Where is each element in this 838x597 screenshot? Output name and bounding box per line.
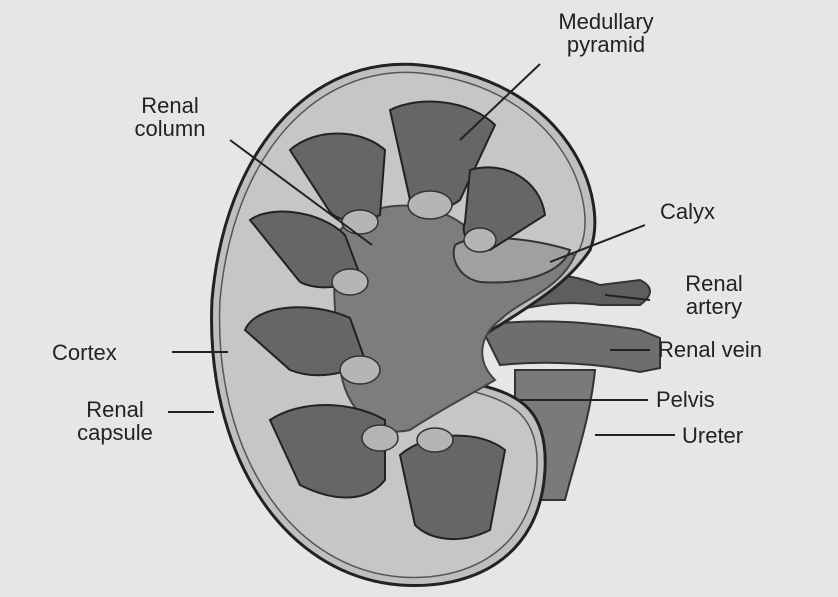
papilla-3 <box>464 228 496 252</box>
pyramid-bottom <box>400 436 505 539</box>
label-renal-capsule: Renal capsule <box>55 398 175 444</box>
label-pelvis: Pelvis <box>656 388 756 411</box>
papilla-1 <box>408 191 452 219</box>
label-calyx: Calyx <box>660 200 750 223</box>
papilla-5 <box>340 356 380 384</box>
papilla-2 <box>342 210 378 234</box>
label-ureter: Ureter <box>682 424 792 447</box>
papilla-6 <box>362 425 398 451</box>
label-medullary-pyramid: Medullary pyramid <box>526 10 686 56</box>
papilla-4 <box>332 269 368 295</box>
label-renal-column: Renal column <box>105 94 235 140</box>
label-cortex: Cortex <box>52 341 162 364</box>
label-renal-artery: Renal artery <box>654 272 774 318</box>
label-renal-vein: Renal vein <box>658 338 828 361</box>
papilla-7 <box>417 428 453 452</box>
